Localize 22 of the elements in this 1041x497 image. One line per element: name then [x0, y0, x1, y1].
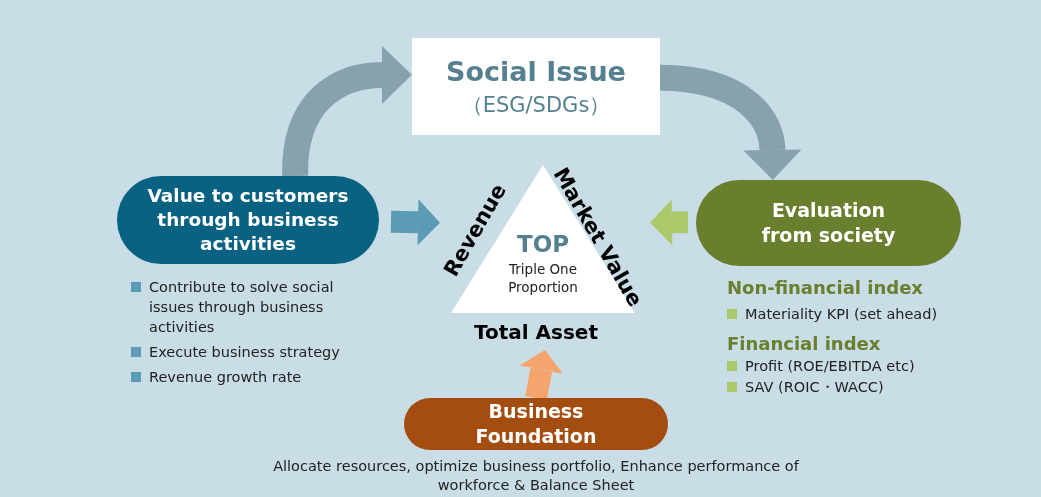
- arrow: [519, 350, 563, 401]
- arrow: [650, 199, 689, 246]
- bullet-item: Revenue growth rate: [131, 367, 371, 387]
- subtitle: Triple One Proportion: [507, 260, 579, 296]
- bullet-item: Profit (ROE/EBITDA etc): [727, 356, 1007, 376]
- pill-label: Evaluation from society: [760, 198, 897, 248]
- rounded-pill: [404, 398, 668, 450]
- title-box: [412, 38, 660, 135]
- side-label: Total Asset: [473, 320, 599, 344]
- bullet-item: SAV (ROIC・WACC): [727, 377, 1007, 397]
- bullet-item: Contribute to solve social issues through business activities: [131, 277, 371, 337]
- title: Social Issue: [446, 54, 626, 89]
- pill-label: Value to customers through business activities: [146, 184, 350, 256]
- arrow: [659, 64, 802, 180]
- bullet-item: Execute business strategy: [131, 342, 371, 362]
- pill-label: Business Foundation: [474, 399, 598, 449]
- arrow: [390, 199, 440, 246]
- caption-text: Allocate resources, optimize business portfolio, Enhance performance of workforce & Balance Sheet: [272, 457, 800, 495]
- section-heading: Non-financial index: [727, 277, 924, 299]
- bullet-item: Materiality KPI (set ahead): [727, 304, 1007, 324]
- section-heading: Financial index: [727, 333, 882, 355]
- subtitle: （ESG/SDGs）: [461, 91, 611, 119]
